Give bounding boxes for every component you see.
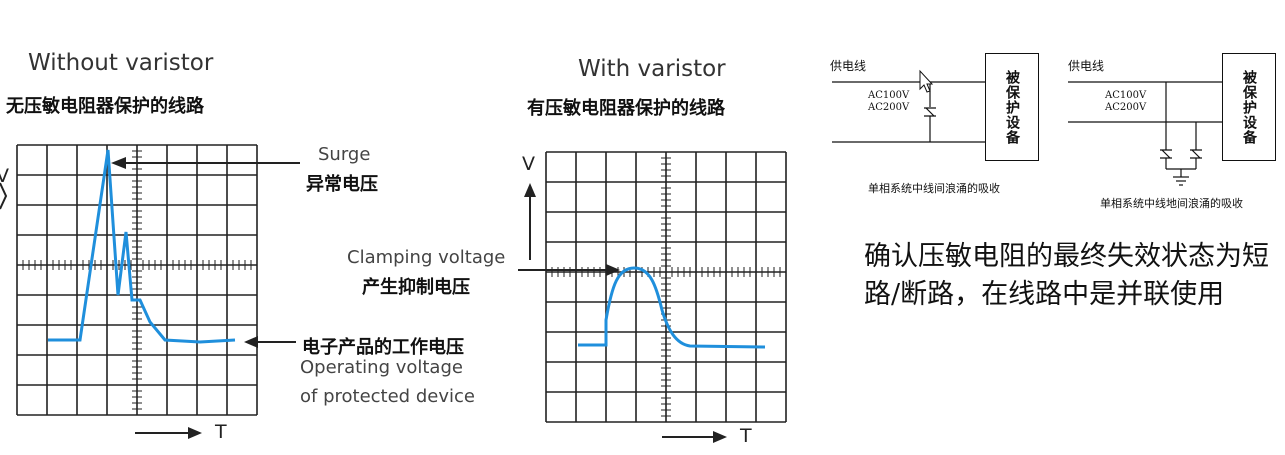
- right-title-en: With varistor: [578, 56, 726, 82]
- right-v-label: V: [522, 153, 535, 175]
- operating-arrow-head: [244, 336, 258, 348]
- left-waveform-surge: [48, 149, 236, 344]
- circuit-2-device-label: 被保护设备: [1241, 69, 1257, 145]
- circuit-1-device-label: 被保护设备: [1004, 69, 1020, 145]
- failure-mode-note: 确认压敏电阻的最终失效状态为短路/断路，在线路中是并联使用: [864, 241, 1269, 310]
- circuit-2-device-box: 被保护设备: [1222, 53, 1276, 161]
- circuit-2-diagram: [1068, 81, 1222, 186]
- left-title-cn: 无压敏电阻器保护的线路: [6, 96, 204, 117]
- circuit-1-ac100: AC100V: [868, 90, 910, 101]
- mouse-cursor-icon: [919, 69, 934, 93]
- right-t-label: T: [740, 425, 752, 447]
- left-t-arrow-head: [188, 427, 202, 439]
- left-v-arrow: [0, 182, 8, 210]
- left-scope-graphic: [0, 144, 300, 439]
- clamp-arrow-head: [606, 264, 620, 276]
- right-t-arrow-head: [713, 431, 727, 443]
- circuit-2-ac200: AC200V: [1105, 102, 1147, 113]
- surge-label-en: Surge: [318, 144, 371, 165]
- right-scope-graphic: [518, 151, 787, 443]
- left-t-label: T: [215, 421, 227, 443]
- circuit-1-ac200: AC200V: [868, 102, 910, 113]
- right-v-arrow-head: [524, 183, 536, 197]
- surge-arrow-head: [111, 157, 126, 169]
- right-oscilloscope-grid: [545, 151, 787, 423]
- circuit-1-supply-label: 供电线: [830, 59, 867, 73]
- circuit-1-device-box: 被保护设备: [985, 53, 1039, 161]
- left-v-label: V: [0, 165, 9, 187]
- clamp-label-cn: 产生抑制电压: [362, 277, 470, 298]
- surge-label-cn: 异常电压: [306, 174, 378, 195]
- operating-label-en-1: Operating voltage: [300, 357, 463, 378]
- left-title-en: Without varistor: [28, 50, 214, 76]
- left-center-axis-ticks: [16, 144, 258, 416]
- circuit-2-ac100: AC100V: [1105, 90, 1147, 101]
- circuit-1-diagram: [832, 69, 985, 143]
- circuit-2-supply-label: 供电线: [1068, 59, 1105, 73]
- clamp-label-en: Clamping voltage: [347, 247, 506, 268]
- circuit-1-caption: 单相系统中线间浪涌的吸收: [868, 182, 1000, 195]
- circuit-2-caption: 单相系统中线地间浪涌的吸收: [1100, 197, 1243, 210]
- operating-label-cn: 电子产品的工作电压: [302, 337, 464, 358]
- right-title-cn: 有压敏电阻器保护的线路: [527, 98, 725, 119]
- operating-label-en-2: of protected device: [300, 386, 475, 407]
- right-waveform-clamped: [578, 266, 766, 349]
